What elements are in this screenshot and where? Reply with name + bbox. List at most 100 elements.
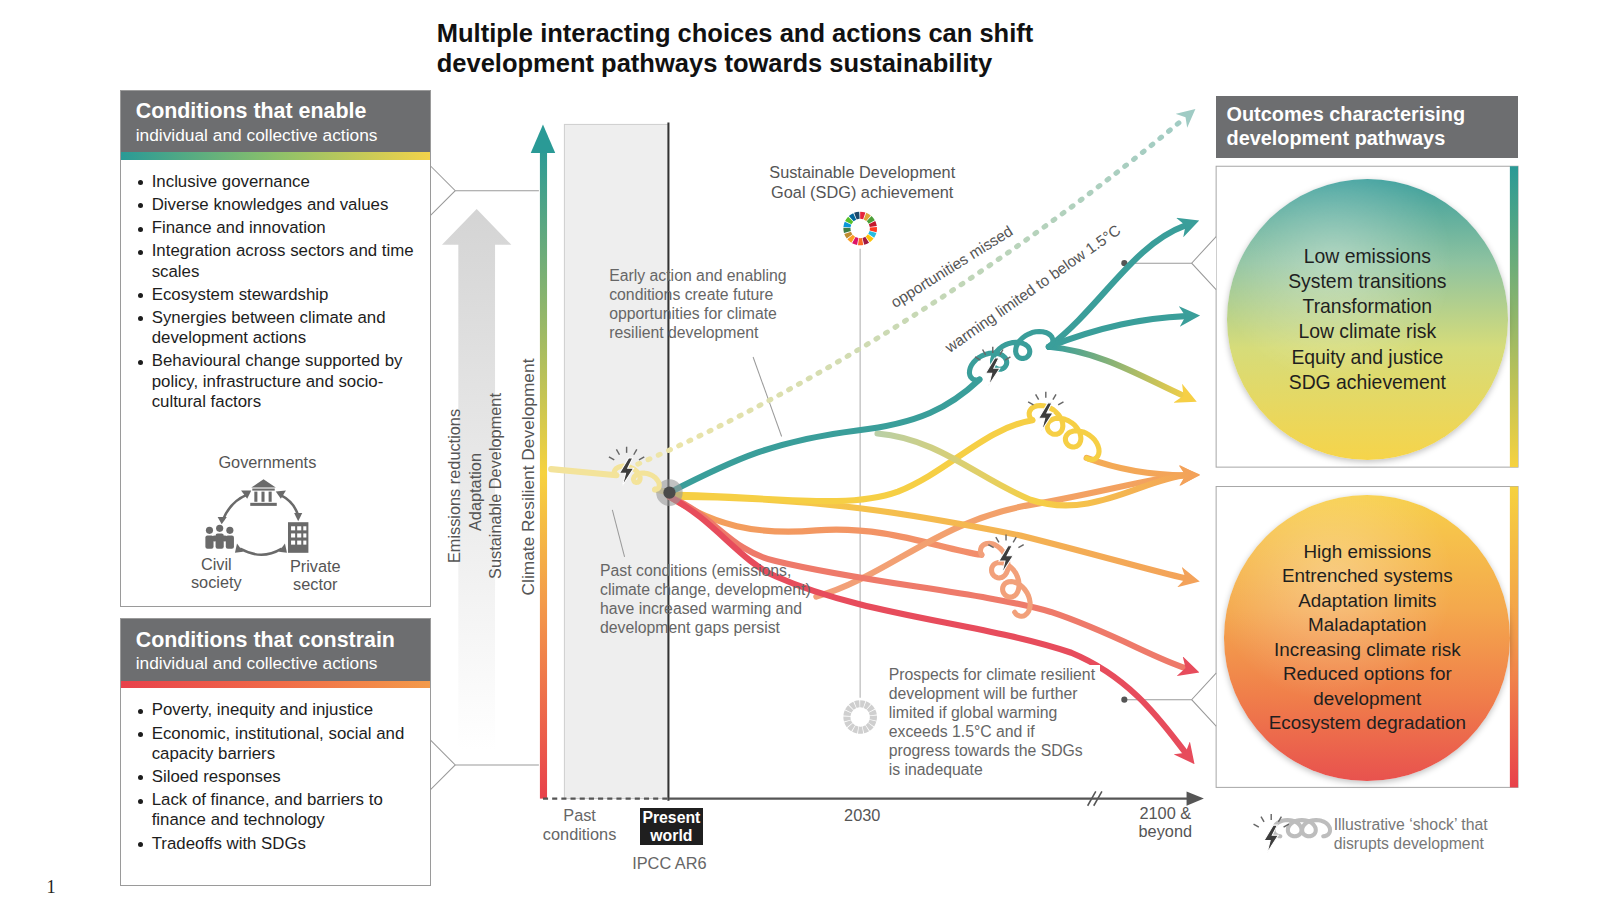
office-building — [288, 522, 308, 553]
outcome-item: Reduced options for development — [1260, 662, 1474, 711]
present-marker-dot — [663, 487, 675, 499]
bullet-item: Synergies between climate and developmen… — [136, 308, 420, 348]
shock-ray — [1045, 392, 1046, 398]
office-windows — [291, 526, 306, 544]
outcome-item: Equity and justice — [1262, 345, 1473, 370]
title: Multiple interacting choices and actions… — [437, 18, 1151, 78]
shock-ray — [1005, 357, 1010, 360]
bullet-item: Finance and innovation — [136, 218, 420, 238]
outcome-item: SDG achievement — [1262, 370, 1473, 395]
circle-text: Low emissionsSystem transitionsTransform… — [1262, 244, 1473, 395]
bullet-item: Lack of finance, and barriers to finance… — [136, 790, 420, 830]
shock-bolt — [986, 358, 1000, 386]
time-axis — [668, 798, 1188, 800]
note-label: Governments — [211, 453, 323, 473]
leader-line — [1126, 699, 1191, 700]
sdg-wheel-segment — [872, 223, 873, 227]
government-building — [252, 489, 274, 491]
sdg-wheel-segment — [868, 236, 871, 239]
axis-label: Adaptation — [466, 453, 486, 531]
shock-ray — [1005, 534, 1006, 540]
sdg-wheel-segment — [843, 717, 851, 721]
outcome-circle: Low emissionsSystem transitionsTransform… — [1227, 179, 1509, 461]
sdg-wheel-segment — [854, 240, 858, 241]
sdg-wheel-segment — [865, 216, 869, 218]
person — [216, 533, 224, 548]
person — [226, 527, 233, 534]
bullet-item: Ecosystem stewardship — [136, 285, 420, 305]
outcome-item: Low emissions — [1262, 244, 1473, 269]
panel-body: Poverty, inequity and injusticeEconomic,… — [121, 688, 429, 854]
note-label: Private sector — [283, 558, 348, 594]
shock-ray — [1058, 402, 1063, 405]
government-base — [250, 503, 277, 506]
past-region — [564, 124, 668, 798]
sdg-wheel-segment — [848, 233, 850, 237]
shock-ray — [1284, 824, 1289, 827]
teal-pathway — [1049, 316, 1186, 347]
shock-ray — [609, 457, 614, 460]
faded-pathway — [878, 433, 1186, 505]
shock-ray — [1270, 814, 1271, 820]
time-axis-past — [543, 798, 668, 800]
shock-coil — [1029, 405, 1099, 459]
panel-body: Inclusive governanceDiverse knowledges a… — [121, 160, 429, 412]
government-column — [261, 492, 264, 502]
past-pathway — [551, 469, 616, 475]
shock-ray — [616, 449, 619, 454]
note-label: IPCC AR6 — [623, 854, 715, 874]
person — [206, 527, 213, 534]
leader-dot — [1121, 697, 1127, 703]
bullet-item: Economic, institutional, social and capa… — [136, 724, 420, 764]
heading-text: Outcomes characterising development path… — [1227, 103, 1509, 151]
bracket — [1192, 237, 1216, 290]
colour-stripe — [121, 152, 429, 159]
yellow-pathway — [1087, 458, 1186, 475]
teal-pathway — [669, 379, 979, 492]
note-label: Past conditions (emissions, climate chan… — [600, 562, 819, 638]
sdg-wheel-segment — [870, 716, 877, 720]
panel-header: Conditions that constrainindividual and … — [121, 619, 429, 681]
sdg-wheel-segment — [850, 726, 853, 729]
panel-heading: Conditions that constrain — [136, 628, 416, 654]
present-line — [667, 122, 669, 800]
note-label: 1 — [41, 876, 61, 898]
outcome-item: Entrenched systems — [1260, 564, 1474, 589]
shock-ray — [634, 449, 637, 454]
shock-ray — [992, 347, 993, 353]
panel-heading: Conditions that enable — [136, 99, 416, 125]
axis-arrowhead — [531, 124, 555, 153]
bracket — [431, 166, 455, 215]
sdg-wheel-segment — [860, 212, 864, 220]
shock-ray — [1036, 394, 1039, 399]
bullet-item: Tradeoffs with SDGs — [136, 834, 420, 854]
bullet-item: Diverse knowledges and values — [136, 195, 420, 215]
present-tag: Present world — [640, 808, 703, 845]
conditions-box: Conditions that constrainindividual and … — [120, 618, 430, 885]
shock-ray — [1013, 537, 1016, 542]
shock-coil — [1274, 820, 1331, 836]
shock-ray — [983, 350, 986, 355]
shock-bolt — [1264, 825, 1278, 853]
leader-line — [612, 510, 624, 557]
sdg-wheel-segment — [871, 232, 873, 236]
sdg-wheel-segment — [858, 238, 862, 245]
note-label: 2030 — [832, 806, 893, 826]
sdg-wheel-segment — [855, 700, 859, 708]
sdg-wheel-segment — [868, 725, 871, 728]
panel-subheading: individual and collective actions — [136, 653, 416, 675]
sdg-wheel-segment — [863, 240, 867, 242]
shocks-and-wheels — [609, 215, 1330, 852]
sdg-wheel-segment — [871, 721, 873, 725]
sdg-wheel-segment — [863, 728, 867, 730]
sdg-wheel-segment — [855, 212, 859, 220]
shock-ray — [1053, 394, 1056, 399]
sdg-wheel-segment — [854, 729, 858, 730]
person — [222, 535, 228, 541]
pathways — [551, 117, 1185, 752]
shock-coil — [980, 543, 1030, 616]
axis-label: warming limited to below 1.5°C — [941, 221, 1124, 357]
bullet-item: Integration across sectors and time scal… — [136, 241, 420, 281]
shock-bolt — [999, 546, 1013, 574]
